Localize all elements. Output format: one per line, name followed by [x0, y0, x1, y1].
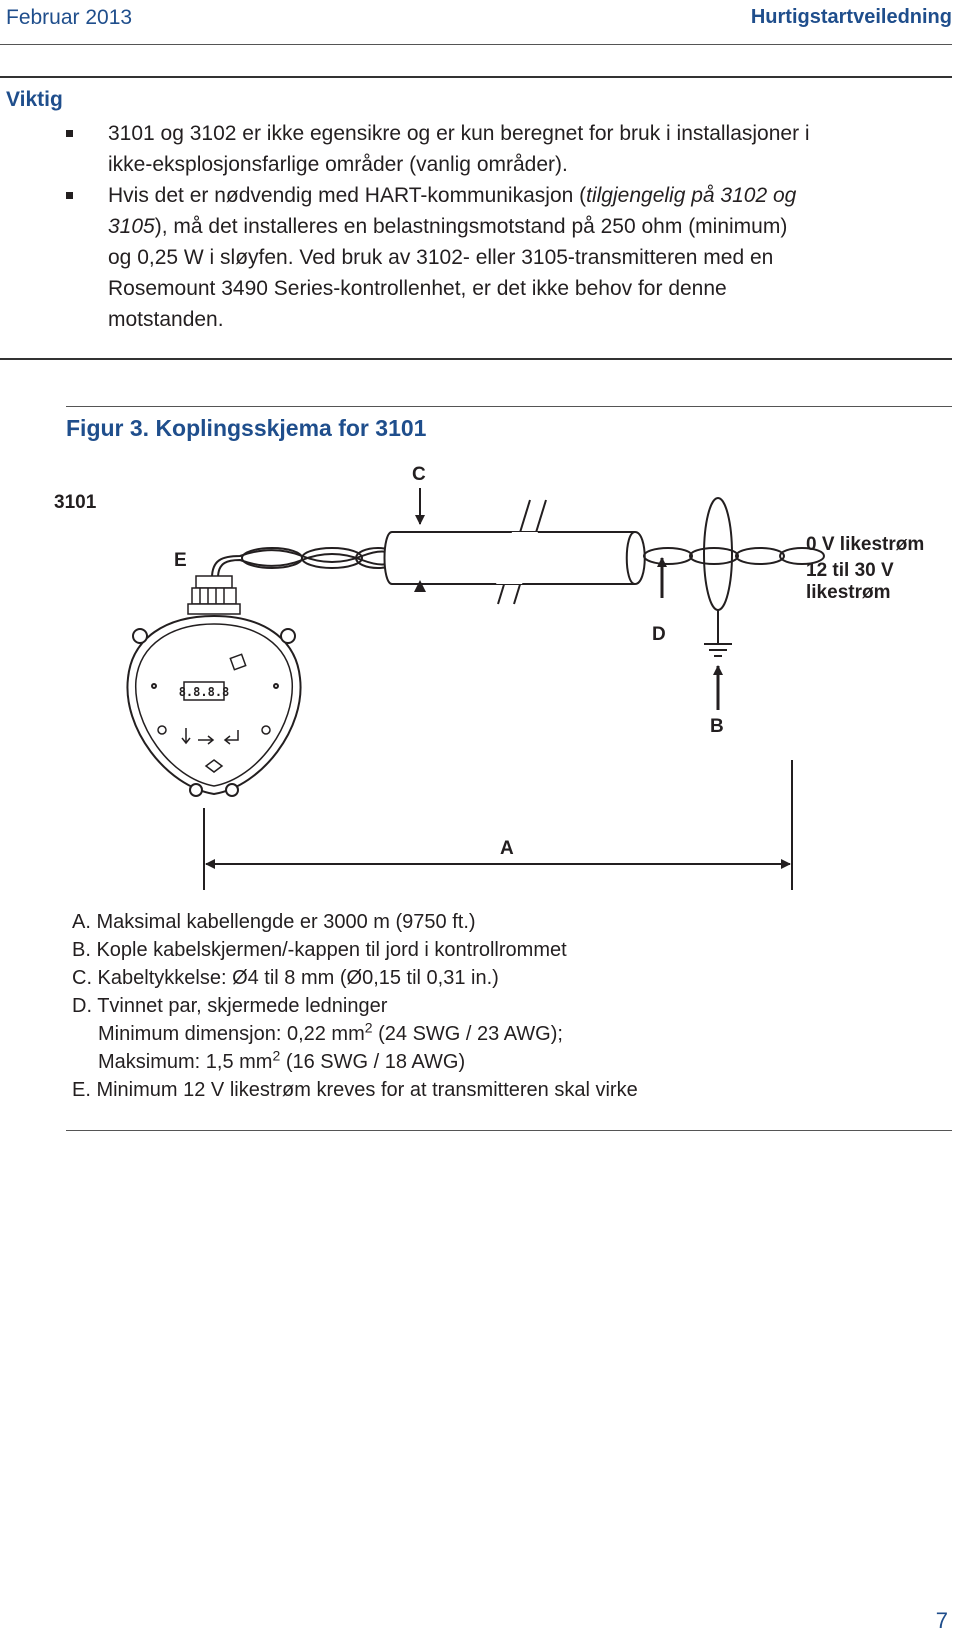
arrow-C-bottom: [414, 580, 426, 592]
supply-0v-label: 0 V likestrøm: [806, 534, 925, 555]
device-label: 3101: [54, 492, 97, 513]
twisted-pair-right: [643, 547, 825, 565]
item-line: 3105), må det installeres en belastnings…: [108, 211, 900, 242]
header-date: Februar 2013: [6, 6, 133, 29]
square-bullet-icon: [66, 192, 73, 199]
legend-C: C. Kabeltykkelse: Ø4 til 8 mm (Ø0,15 til…: [72, 967, 499, 989]
lcd-display: [183, 681, 225, 701]
item-italic-text: tilgjengelig på 3102 og: [586, 184, 797, 207]
dimension-A: [203, 760, 793, 890]
superscript: 2: [364, 1019, 373, 1036]
figure-legend: A. Maksimal kabellengde er 3000 m (9750 …: [72, 908, 638, 1104]
important-item-2: Hvis det er nødvendig med HART-kommunika…: [0, 180, 900, 335]
item-line: ikke-eksplosjonsfarlige områder (vanlig …: [108, 153, 568, 176]
header-title: Hurtigstartveiledning: [750, 6, 952, 28]
header-rule: [0, 44, 952, 45]
legend-text: Minimum dimensjon: 0,22 mm: [98, 1023, 365, 1045]
item-line: Hvis det er nødvendig med HART-kommunika…: [108, 180, 900, 211]
ground-symbol-icon: [704, 643, 732, 657]
legend-text: Maksimum: 1,5 mm: [98, 1051, 273, 1073]
important-list: 3101 og 3102 er ikke egensikre og er kun…: [0, 118, 900, 335]
supply-12-30-label: 12 til 30 V: [806, 560, 894, 581]
legend-D: D. Tvinnet par, skjermede ledninger: [72, 995, 388, 1017]
figure-caption: Figur 3. Koplingsskjema for 3101: [66, 415, 427, 441]
label-D: D: [652, 624, 666, 645]
legend-B: B. Kople kabelskjermen/-kappen til jord …: [72, 939, 567, 961]
item-text: ), må det installeres en belastningsmots…: [154, 215, 788, 238]
keypad: [157, 725, 271, 773]
cable-break-gap: [496, 532, 538, 584]
transmitter-housing: [126, 614, 302, 797]
lcd-indicator-icon: [229, 653, 247, 671]
item-line: 3101 og 3102 er ikke egensikre og er kun…: [108, 122, 810, 145]
lcd-display-text: 8.8.8.8: [179, 685, 230, 699]
figure-bottom-rule: [66, 1130, 952, 1131]
wiring-diagram: 8.8.8.8 3101 C E D B A 0 V likestrøm 12 …: [0, 460, 960, 900]
superscript: 2: [272, 1047, 281, 1064]
cable-gland: [187, 575, 241, 615]
supply-unit-label: likestrøm: [806, 582, 891, 603]
wiring-diagram-svg: 8.8.8.8: [126, 488, 825, 890]
legend-A: A. Maksimal kabellengde er 3000 m (9750 …: [72, 911, 476, 933]
label-E: E: [174, 550, 187, 571]
page-number: 7: [935, 1608, 948, 1633]
legend-D-maximum: Maksimum: 1,5 mm2 (16 SWG / 18 AWG): [72, 1048, 638, 1076]
figure-top-rule: [66, 406, 952, 407]
legend-text: (24 SWG / 23 AWG);: [372, 1023, 563, 1045]
label-C: C: [412, 464, 426, 485]
label-A: A: [500, 838, 514, 859]
legend-E: E. Minimum 12 V likestrøm kreves for at …: [72, 1079, 638, 1101]
twisted-pair-left: [211, 547, 401, 579]
item-line: og 0,25 W i sløyfen. Ved bruk av 3102- e…: [108, 246, 774, 269]
item-line: motstanden.: [108, 308, 224, 331]
important-heading: Viktig: [6, 88, 63, 111]
item-italic-text: 3105: [108, 215, 155, 238]
important-bottom-rule: [0, 358, 952, 360]
legend-text: (16 SWG / 18 AWG): [280, 1051, 466, 1073]
square-bullet-icon: [66, 130, 73, 137]
legend-D-minimum: Minimum dimensjon: 0,22 mm2 (24 SWG / 23…: [72, 1020, 638, 1048]
item-line: Rosemount 3490 Series-kontrollenhet, er …: [108, 277, 727, 300]
important-top-rule: [0, 76, 952, 78]
item-text: Hvis det er nødvendig med HART-kommunika…: [108, 184, 587, 207]
shield-loop: [703, 497, 733, 611]
important-item-1: 3101 og 3102 er ikke egensikre og er kun…: [0, 118, 900, 180]
label-B: B: [710, 716, 724, 737]
